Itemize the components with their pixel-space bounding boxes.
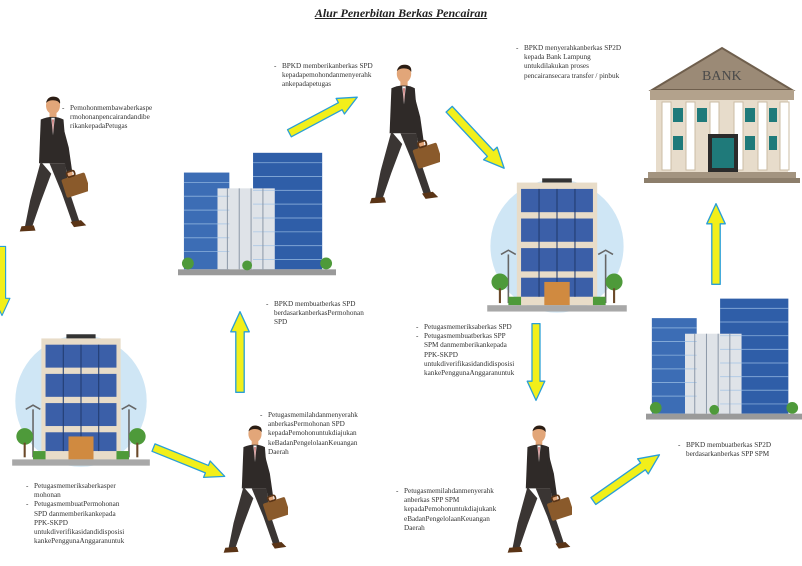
note-line: PetugasmembuatPermohonan (26, 500, 154, 509)
note-line: PPK-SKPD (424, 350, 458, 359)
note-line: kepada Bank Lampung (524, 53, 591, 62)
note-line: pencairansecara transfer / pinbuk (524, 71, 620, 80)
office-building-left-icon (8, 328, 154, 474)
note-line: SPD danmemberikankepada (34, 509, 116, 518)
note-applicant: Pemohonmembawaberkaspe rmohonanpencairan… (60, 104, 200, 132)
arrow-officer-to-city (228, 310, 252, 394)
note-line: mohonan (34, 491, 61, 500)
note-line: kepadapemohondanmenyerahk (282, 71, 372, 80)
arrow-city-to-bank (704, 202, 728, 286)
note-line: kepadaPemohonuntukdiajukan (268, 429, 357, 438)
note-line: rikankepadaPetugas (70, 122, 128, 131)
note-line: Petugasmemeriksaberkas SPD (416, 323, 546, 332)
note-line: anberkasPermohonan SPD (268, 420, 345, 429)
note-line: SPM danmemberikankepada (424, 341, 507, 350)
note-line: anberkas SPP SPM (404, 496, 460, 505)
note-line: berdasarkanberkasPermohonan (274, 309, 364, 318)
note-line: Pemohonmembawaberkaspe (62, 104, 200, 113)
city-towers-top-icon (178, 152, 336, 282)
note-bpkd-sp2d-bank: BPKD menyerahkanberkas SP2D kepada Bank … (514, 44, 649, 81)
note-line: Petugasmemeriksaberkasper (26, 482, 154, 491)
note-line: BPKD membuatberkas SPD (266, 300, 396, 309)
note-line: untukdiverifikasidandidisposisi (34, 528, 125, 537)
note-line: berdasarkanberkas SPP SPM (686, 450, 770, 459)
note-line: eBadanPengelolaanKeuangan (404, 514, 490, 523)
note-line: keBadanPengelolaanKeuangan (268, 438, 358, 447)
note-line: Petugasmembuatberkas SPP (416, 332, 546, 341)
arrow-office-to-officer (148, 436, 231, 488)
arrow-officer-to-city-right (585, 444, 668, 512)
note-line: PPK-SKPD (34, 518, 68, 527)
arrow-applicant-to-office (0, 245, 14, 317)
note-line: Daerah (268, 447, 289, 456)
bank-building-icon (644, 46, 800, 183)
note-line: Petugasmemilahdanmenyerahk (396, 487, 522, 496)
note-line: SPD (274, 318, 288, 327)
note-line: kepadaPemohonuntukdiajukank (404, 505, 497, 514)
note-officer-check-spd: Petugasmemeriksaberkas SPD Petugasmembua… (414, 323, 546, 378)
note-line: BPKD membuatberkas SP2D (678, 441, 800, 450)
note-officer-sort-spp-spm: Petugasmemilahdanmenyerahk anberkas SPP … (394, 487, 522, 533)
arrow-city-to-courier (282, 86, 364, 145)
note-line: untukdiverifikasidandidisposisi (424, 359, 515, 368)
note-bpkd-spd: BPKD memberikanberkas SPD kepadapemohond… (272, 62, 402, 90)
arrow-courier-to-office (439, 100, 514, 178)
note-officer-check-application: Petugasmemeriksaberkasper mohonan Petuga… (24, 482, 154, 546)
note-line: BPKD memberikanberkas SPD (274, 62, 402, 71)
note-officer-sort-spd: Petugasmemilahdanmenyerahk anberkasPermo… (258, 411, 388, 457)
note-line: rmohonanpencairandandibe (70, 113, 150, 122)
note-line: Petugasmemilahdanmenyerahk (260, 411, 388, 420)
note-bpkd-create-spd: BPKD membuatberkas SPD berdasarkanberkas… (264, 300, 396, 328)
note-line: kankePenggunaAnggaranuntuk (34, 537, 125, 546)
city-towers-right-icon (646, 298, 802, 426)
note-line: kankePenggunaAnggaranuntuk (424, 369, 515, 378)
note-bpkd-create-sp2d: BPKD membuatberkas SP2D berdasarkanberka… (676, 441, 800, 459)
note-line: untukdilakukan proses (524, 62, 589, 71)
note-line: BPKD menyerahkanberkas SP2D (516, 44, 649, 53)
note-line: Daerah (404, 523, 425, 532)
bank-label: BANK (702, 69, 742, 84)
diagram-title: Alur Penerbitan Berkas Pencairan (314, 6, 488, 20)
office-building-right-icon (483, 172, 631, 320)
note-line: ankepadapetugas (282, 80, 332, 89)
